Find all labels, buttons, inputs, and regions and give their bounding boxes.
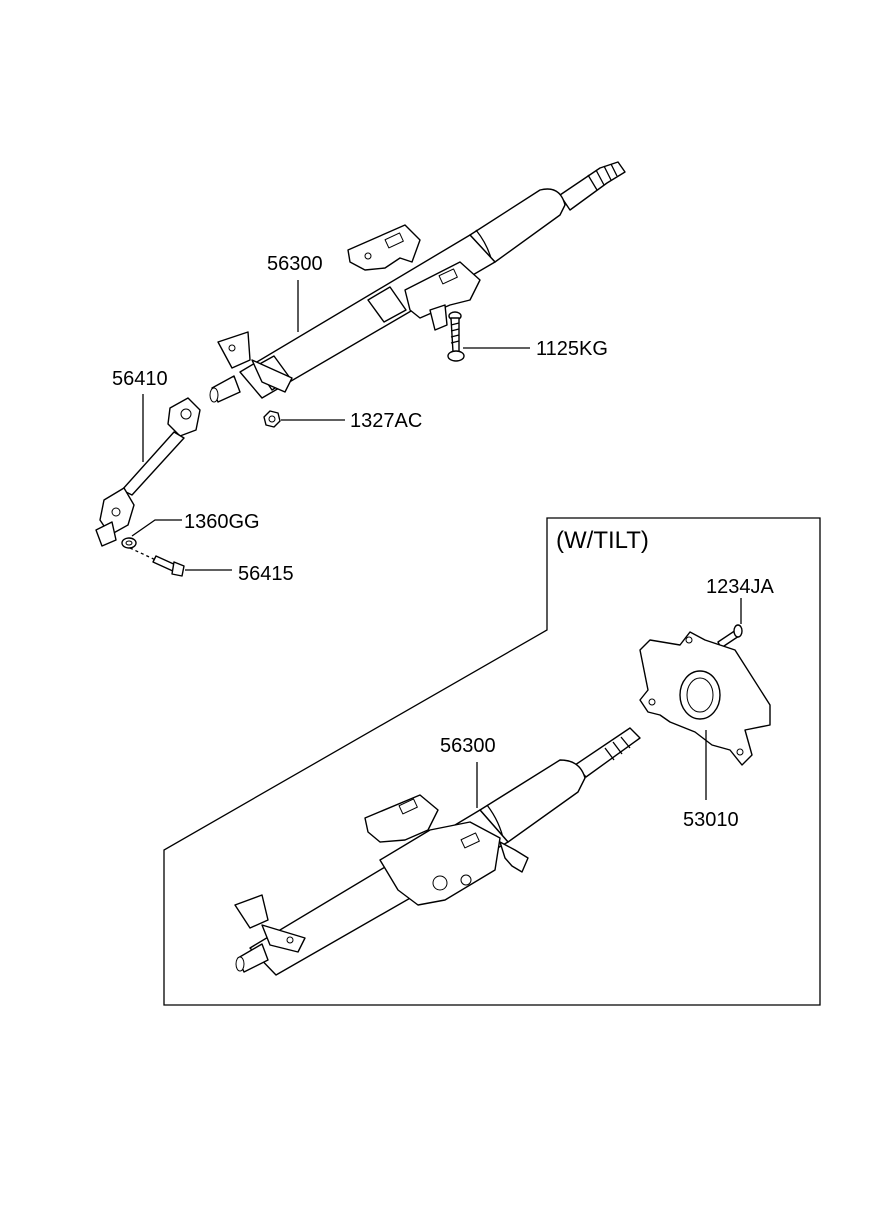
label-56300-tilt: 56300 <box>440 735 496 757</box>
washer-1360gg-icon <box>121 537 137 549</box>
intermediate-shaft-56410 <box>95 397 201 547</box>
label-1125kg: 1125KG <box>536 338 608 360</box>
bolt-56415-icon <box>129 547 185 577</box>
label-1360gg: 1360GG <box>184 511 260 533</box>
tilt-variant-frame <box>163 517 821 1006</box>
tilt-bracket-53010 <box>639 631 771 766</box>
bolt-1234ja-icon <box>717 624 743 649</box>
bolt-1125kg-icon <box>447 311 465 362</box>
label-56410: 56410 <box>112 368 168 390</box>
label-1234ja: 1234JA <box>706 576 774 598</box>
label-56415: 56415 <box>238 563 294 585</box>
label-1327ac: 1327AC <box>350 410 422 432</box>
label-53010: 53010 <box>683 809 739 831</box>
nut-1327ac-icon <box>263 410 281 428</box>
steering-column-upper <box>209 161 626 403</box>
label-56300-upper: 56300 <box>267 253 323 275</box>
steering-column-tilt <box>234 727 641 976</box>
tilt-title: (W/TILT) <box>556 527 649 554</box>
